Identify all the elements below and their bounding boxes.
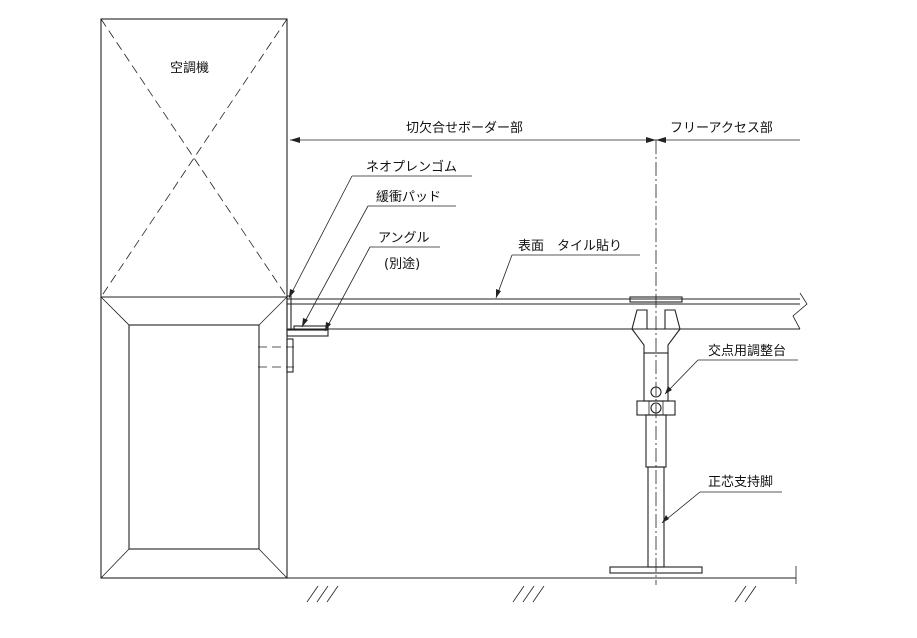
aircon-label: 空調機 [170, 61, 209, 76]
cushion-pad-label: 緩衝パッド [376, 190, 441, 205]
surface-tile-label: 表面 タイル貼り [518, 239, 622, 254]
cutout-border-label: 切欠合せボーダー部 [406, 120, 523, 136]
angle-label: アングル [378, 231, 429, 246]
adjuster-label: 交点用調整台 [708, 343, 786, 359]
leader-adjuster [664, 359, 798, 395]
dimension-line [290, 137, 800, 143]
angle-note-label: (別途) [384, 256, 420, 272]
ground-line [287, 566, 797, 603]
leader-neoprene [288, 175, 472, 299]
pedestal-label: 正芯支持脚 [708, 474, 773, 490]
free-access-label: フリーアクセス部 [670, 121, 773, 136]
leader-surface [495, 254, 640, 299]
air-conditioner-unit [100, 18, 294, 579]
leader-cushion-pad [301, 205, 456, 328]
floor-panel [286, 292, 808, 337]
leader-angle [324, 246, 440, 332]
neoprene-label: ネオプレンゴム [366, 159, 457, 175]
leader-pedestal [661, 491, 782, 524]
